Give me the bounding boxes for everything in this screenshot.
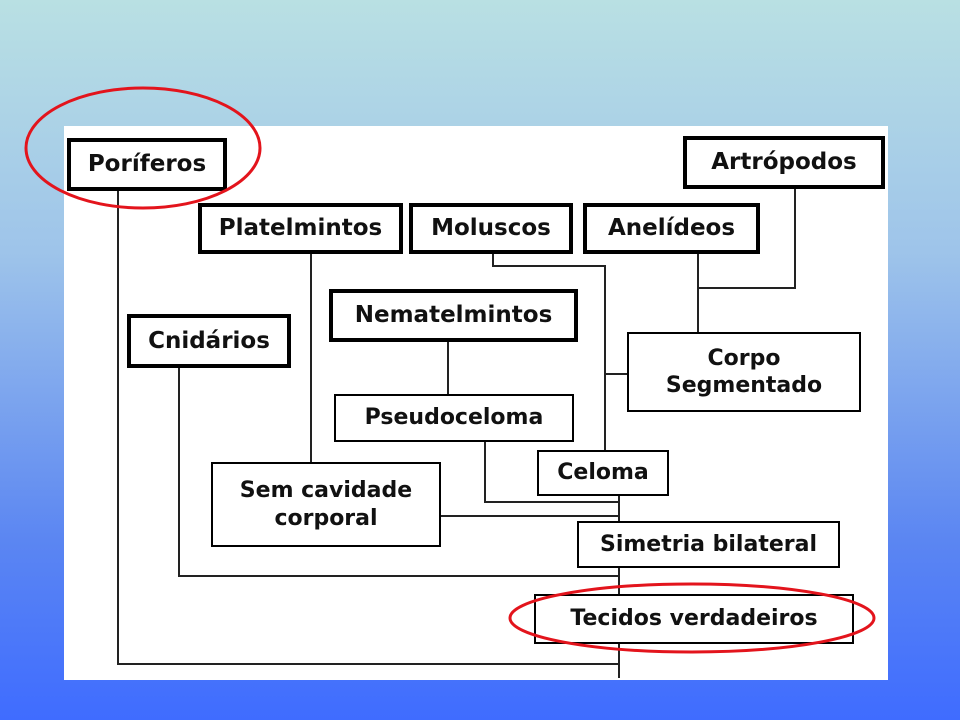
- node-nematelmintos: Nematelmintos: [329, 289, 578, 342]
- sem-cavidade-line1: Sem cavidade: [239, 478, 413, 503]
- line-poriferos: [117, 190, 619, 665]
- node-simetria-bilateral: Simetria bilateral: [577, 521, 840, 568]
- node-corpo-segmentado: Corpo Segmentado: [627, 332, 861, 412]
- node-moluscos: Moluscos: [409, 203, 573, 254]
- line-artropodos: [698, 188, 796, 289]
- node-poriferos: Poríferos: [67, 138, 227, 191]
- sem-cavidade-line2: corporal: [274, 505, 378, 531]
- node-tecidos-verdadeiros: Tecidos verdadeiros: [534, 594, 854, 644]
- corpo-segmentado-line1: Corpo: [707, 345, 781, 371]
- node-cnidarios: Cnidários: [127, 314, 291, 368]
- line-pseudoceloma: [484, 442, 619, 503]
- node-celoma: Celoma: [537, 450, 669, 496]
- highlight-ring-poriferos: [24, 86, 262, 210]
- node-anelideos: Anelídeos: [583, 203, 760, 254]
- line-cnidarios: [178, 368, 619, 577]
- line-moluscos: [492, 254, 606, 450]
- highlight-ring-tecidos: [508, 582, 876, 654]
- node-artropodos: Artrópodos: [683, 136, 885, 189]
- node-platelmintos: Platelmintos: [198, 203, 403, 254]
- node-pseudoceloma: Pseudoceloma: [334, 394, 574, 442]
- corpo-segmentado-line2: Segmentado: [665, 373, 823, 398]
- node-sem-cavidade: Sem cavidade corporal: [211, 462, 441, 547]
